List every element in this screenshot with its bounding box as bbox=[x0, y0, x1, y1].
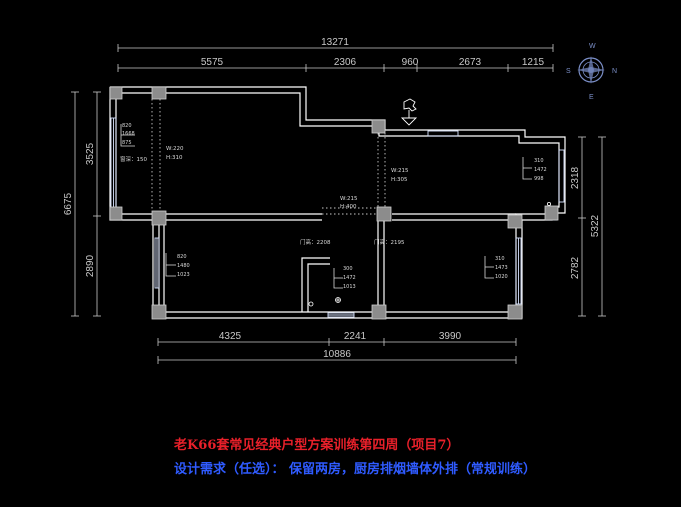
dim-bottom-seg: 2241 bbox=[344, 331, 367, 342]
window-tag-value: 1013 bbox=[343, 284, 356, 290]
compass-w: W bbox=[589, 43, 596, 50]
door-height-note: 门高：2208 bbox=[300, 238, 331, 246]
tag-leaders bbox=[120, 124, 532, 289]
left-dimension-lines bbox=[71, 91, 101, 317]
compass-n: N bbox=[612, 68, 617, 75]
beam-note: H:305 bbox=[391, 177, 408, 183]
walls bbox=[109, 86, 566, 319]
window-tag-value: 1480 bbox=[177, 263, 190, 269]
window-tag-value: 1472 bbox=[534, 167, 547, 173]
window-tag-value: 1473 bbox=[495, 265, 508, 271]
window-tag-bottom-right: 310 1473 1020 bbox=[495, 256, 508, 280]
window-tag-value: 310 bbox=[534, 158, 544, 164]
beam-note: H:400 bbox=[340, 204, 357, 210]
dim-right-lower: 2782 bbox=[570, 256, 581, 279]
dim-left-upper: 3525 bbox=[85, 142, 96, 165]
window-tag-value: 998 bbox=[534, 176, 544, 182]
window-tag-value: 1472 bbox=[343, 275, 356, 281]
window-tag-value: 1668 bbox=[122, 131, 135, 137]
beam-note: H:310 bbox=[166, 155, 183, 161]
dim-right-upper: 2318 bbox=[570, 166, 581, 189]
caption-requirement: 设计需求（任选）： 保留两房，厨房排烟墙体外排（常规训练） bbox=[174, 462, 537, 477]
pipe-icon bbox=[547, 201, 552, 206]
dim-left-total: 6675 bbox=[63, 192, 74, 215]
window-tag-value: 310 bbox=[495, 256, 505, 262]
compass-icon bbox=[577, 56, 605, 84]
window-tag-value: 1020 bbox=[495, 274, 508, 280]
dim-top-total: 13271 bbox=[321, 37, 349, 48]
dim-bottom-total: 10886 bbox=[323, 349, 351, 360]
bottom-dimension-lines bbox=[157, 338, 517, 364]
door-height-note: 门高：2195 bbox=[374, 238, 405, 246]
dim-bottom-seg: 3990 bbox=[439, 331, 462, 342]
window-tag-value: 875 bbox=[122, 140, 132, 146]
window-tag-value: 300 bbox=[343, 266, 353, 272]
window-tag-value: 820 bbox=[122, 123, 132, 129]
window-tag-bottom-mid: 300 1472 1013 bbox=[343, 266, 356, 290]
floor-drain-icon bbox=[335, 297, 341, 303]
top-dimension-lines bbox=[117, 44, 554, 72]
dim-top-seg: 5575 bbox=[201, 57, 224, 68]
window-tag-value: 820 bbox=[177, 254, 187, 260]
dim-left-lower: 2890 bbox=[85, 254, 96, 277]
right-dimension-lines bbox=[578, 136, 606, 317]
window-tag-value: 1023 bbox=[177, 272, 190, 278]
dim-top-seg: 1215 bbox=[522, 57, 545, 68]
compass-e: E bbox=[589, 94, 594, 101]
window-tag-top-left: 820 1668 875 bbox=[122, 123, 135, 146]
dim-top-seg: 960 bbox=[402, 57, 419, 68]
dim-right-total: 5322 bbox=[590, 214, 601, 237]
window-tag-right-upper: 310 1472 998 bbox=[534, 158, 547, 182]
drain-icon bbox=[308, 301, 314, 307]
caption-title: 老K66套常见经典户型方案训练第四周（项目7） bbox=[174, 438, 460, 453]
flue-icon bbox=[400, 98, 418, 126]
dim-top-seg: 2673 bbox=[459, 57, 482, 68]
beam-note: W:215 bbox=[391, 168, 409, 174]
dim-bottom-seg: 4325 bbox=[219, 331, 242, 342]
window-tag-bottom-left: 820 1480 1023 bbox=[177, 254, 190, 278]
beam-note: W:220 bbox=[166, 146, 184, 152]
compass-s: S bbox=[566, 68, 571, 75]
dim-top-seg: 2306 bbox=[334, 57, 357, 68]
pillars bbox=[109, 86, 559, 320]
beam-note: W:215 bbox=[340, 196, 358, 202]
beams bbox=[151, 99, 386, 215]
sill-note: 窗深：150 bbox=[120, 155, 147, 163]
